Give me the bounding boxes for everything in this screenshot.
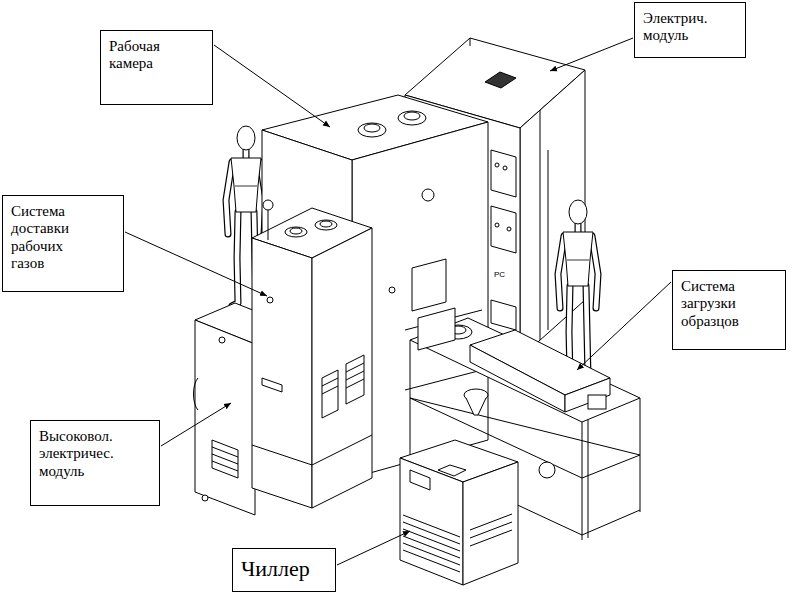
panel-label: PC [494, 271, 505, 279]
chiller-unit [403, 550, 460, 572]
leader-line [337, 531, 410, 565]
hv-electrical-module [202, 495, 208, 501]
gas-delivery-cabinet [315, 220, 337, 230]
gas-delivery-cabinet [346, 363, 364, 372]
chiller-unit [438, 465, 466, 476]
electrical-rack [470, 38, 471, 46]
leader-line [214, 45, 330, 127]
gas-delivery-cabinet [322, 370, 338, 418]
chiller-unit [403, 515, 460, 537]
electrical-rack [503, 166, 507, 170]
hv-electrical-module [194, 378, 199, 410]
work-chamber [398, 111, 426, 125]
callout-box: Рабочая камера [100, 30, 213, 105]
callout-box: Чиллер [232, 548, 336, 592]
sample-loading-system [466, 398, 486, 415]
sample-loading-system [539, 462, 555, 478]
chiller-unit [403, 522, 460, 544]
gas-delivery-cabinet [252, 200, 372, 508]
sample-loading-system [582, 510, 640, 535]
chiller-unit [410, 470, 430, 490]
electrical-rack [540, 110, 541, 340]
electrical-rack [491, 206, 516, 253]
gas-delivery-cabinet [312, 228, 372, 508]
chiller-unit [400, 458, 463, 585]
gas-delivery-cabinet [252, 238, 312, 508]
work-chamber [422, 189, 434, 201]
leader-line [125, 38, 671, 565]
callout-box: Высоковол. электричес. модуль [30, 420, 160, 506]
gas-delivery-cabinet [262, 378, 282, 392]
chiller-unit [403, 543, 460, 565]
hv-electrical-module [195, 320, 255, 515]
electrical-rack [548, 150, 549, 330]
chiller-unit [403, 529, 460, 551]
chiller-unit [403, 536, 460, 558]
electrical-rack [507, 227, 511, 231]
hv-electrical-module [212, 440, 238, 478]
sample-loading-system [418, 308, 455, 350]
sample-loading-system [582, 422, 583, 540]
callout-text: Система доставки рабочих газов [11, 203, 69, 272]
chiller-unit [470, 522, 512, 538]
leader-line [550, 38, 633, 71]
gas-delivery-cabinet [346, 371, 364, 380]
work-chamber [412, 259, 446, 311]
leader-line [577, 282, 671, 370]
chiller-unit [400, 440, 518, 585]
chiller-unit [463, 462, 518, 585]
electrical-rack [485, 72, 516, 88]
chiller-unit [470, 514, 512, 530]
gas-delivery-cabinet [268, 210, 269, 240]
leader-line [125, 232, 267, 296]
callout-text: Высоковол. электричес. модуль [39, 428, 114, 480]
callout-box: Система загрузки образцов [672, 270, 786, 350]
sample-loading-system [588, 420, 589, 538]
callout-text: Чиллер [241, 556, 310, 581]
gas-delivery-cabinet [267, 297, 273, 303]
work-chamber [389, 287, 395, 293]
callout-text: Рабочая камера [109, 38, 160, 73]
gas-delivery-cabinet [346, 355, 364, 404]
hv-electrical-module [212, 461, 238, 471]
work-chamber [358, 123, 386, 137]
gas-delivery-cabinet [312, 435, 372, 465]
mannequin-figure [558, 200, 598, 380]
callout-box: Система доставки рабочих газов [2, 195, 124, 292]
gas-delivery-cabinet [285, 227, 307, 237]
gas-delivery-cabinet [290, 228, 302, 234]
gas-delivery-cabinet [252, 445, 312, 465]
gas-delivery-cabinet [322, 378, 338, 386]
electrical-rack [491, 300, 516, 330]
sample-loading-system [410, 340, 411, 455]
sample-loading-system [588, 395, 606, 409]
leader-line [161, 403, 231, 446]
gas-delivery-cabinet [320, 221, 332, 227]
gas-delivery-cabinet [263, 200, 273, 210]
electrical-rack [491, 150, 516, 197]
hv-electrical-module [219, 337, 225, 343]
work-chamber [364, 124, 380, 132]
gas-delivery-cabinet [322, 386, 338, 394]
callout-box: Электрич. модуль [634, 2, 746, 58]
gas-delivery-cabinet [346, 379, 364, 388]
electrical-rack [495, 163, 499, 167]
work-chamber [405, 370, 482, 390]
callout-text: Электрич. модуль [643, 10, 708, 45]
chiller-unit [470, 530, 512, 546]
work-chamber [404, 112, 420, 120]
callout-text: Система загрузки образцов [681, 278, 739, 330]
electrical-rack [495, 223, 499, 227]
sample-loading-system [565, 378, 610, 412]
